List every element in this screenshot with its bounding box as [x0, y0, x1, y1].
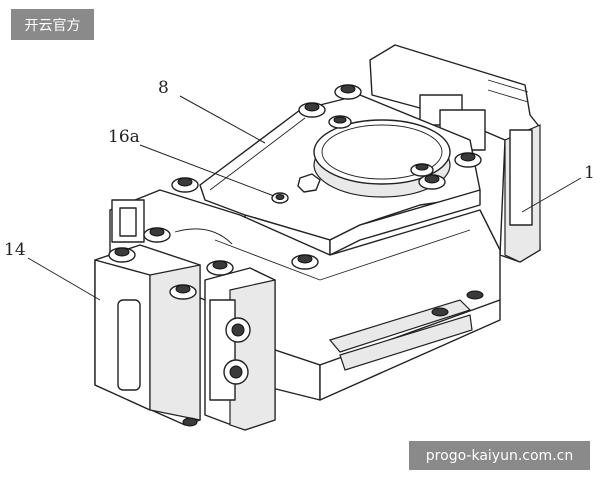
screw-top-1	[334, 84, 362, 100]
screw-left-2	[143, 227, 171, 243]
screw-front-2	[169, 284, 197, 300]
screw-left-1	[171, 177, 199, 193]
leader-14	[27, 257, 101, 301]
screw-right-2	[418, 174, 446, 190]
leader-8	[179, 95, 266, 144]
watermark-bottom-right: progo-kaiyun.com.cn	[409, 441, 590, 470]
callout-leaders	[27, 95, 582, 301]
callout-1: 1	[584, 163, 595, 183]
bottom-foot-3	[182, 417, 198, 427]
leader-16a	[139, 144, 275, 197]
bottom-foot-1	[431, 307, 449, 317]
callout-14: 14	[4, 240, 26, 260]
screw-right-3	[410, 163, 434, 177]
callout-8: 8	[158, 78, 169, 98]
bottom-foot-2	[466, 290, 484, 300]
screw-front-1	[206, 260, 234, 276]
screw-right-1	[454, 152, 482, 168]
screw-center	[291, 254, 319, 270]
screw-hole-16a	[271, 192, 289, 204]
hex-nut	[297, 173, 321, 193]
screw-top-2	[298, 102, 326, 118]
front-clamp-plate	[204, 267, 276, 431]
watermark-top-left: 开云官方	[11, 9, 94, 40]
leader-1	[521, 177, 582, 213]
roller-1	[225, 317, 251, 343]
callout-16a: 16a	[108, 127, 140, 147]
screw-top-3	[328, 115, 352, 129]
cap-screws	[108, 84, 482, 300]
rollers	[182, 290, 484, 427]
roller-2	[223, 359, 249, 385]
screw-left-3	[108, 247, 136, 263]
